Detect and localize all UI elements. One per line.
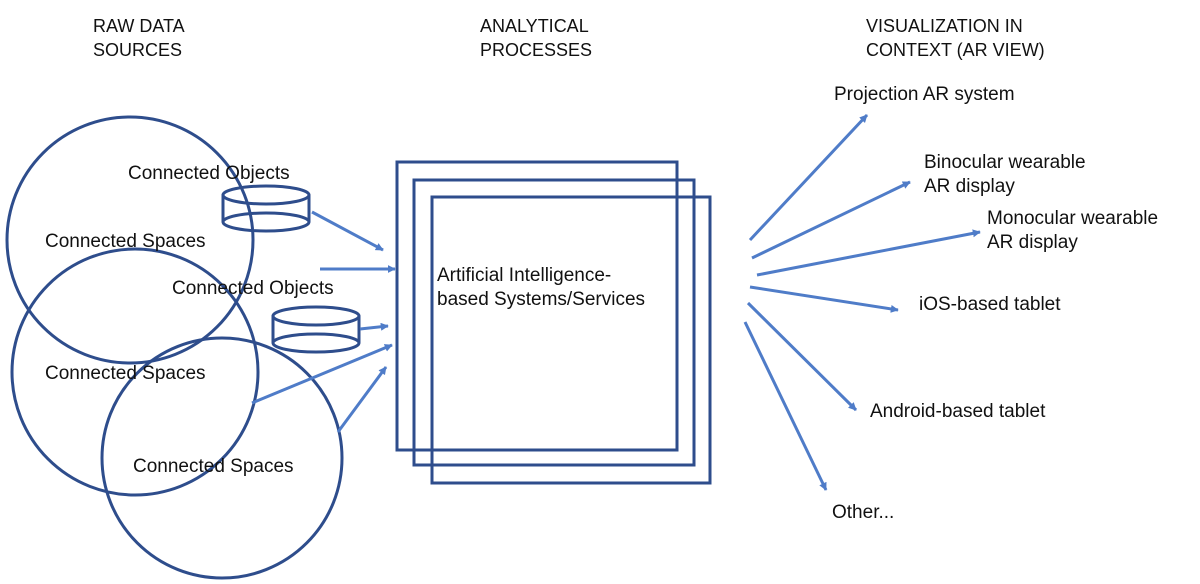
label-ios-tablet: iOS-based tablet <box>919 294 1061 315</box>
header-analytical-processes: ANALYTICAL PROCESSES <box>480 14 592 62</box>
input-arrow-3 <box>359 322 389 331</box>
header-raw-line-2: SOURCES <box>93 40 183 60</box>
label-connected-objects-2: Connected Objects <box>172 278 334 299</box>
header-analytical-line-1: ANALYTICAL <box>480 16 589 36</box>
label-other: Other... <box>832 502 895 523</box>
label-ai-line-2: based Systems/Services <box>437 289 646 310</box>
connected-spaces-circle-2 <box>10 247 260 497</box>
label-monocular-line-2: AR display <box>987 232 1078 253</box>
output-arrow-binocular <box>751 180 911 260</box>
label-connected-spaces-2: Connected Spaces <box>45 363 206 384</box>
label-android-tablet: Android-based tablet <box>870 401 1046 422</box>
output-arrow-android <box>746 301 858 412</box>
label-connected-spaces-3: Connected Spaces <box>133 456 294 477</box>
label-binocular: Binocular wearable AR display <box>924 151 1086 199</box>
ai-box-front <box>430 195 712 485</box>
output-arrow-projection <box>748 113 869 242</box>
header-raw-line-1: RAW DATA <box>93 16 185 36</box>
header-analytical-line-2: PROCESSES <box>480 40 593 60</box>
output-arrow-other <box>743 321 828 491</box>
input-arrow-4 <box>251 343 393 405</box>
label-ai-systems: Artificial Intelligence- based Systems/S… <box>437 264 645 312</box>
database-icon-2 <box>271 305 361 354</box>
label-monocular-line-1: Monocular wearable <box>987 208 1159 229</box>
ai-box-middle <box>412 178 696 467</box>
connected-spaces-circle-1 <box>5 115 255 365</box>
header-visualization-in-context: VISUALIZATION IN CONTEXT (AR VIEW) <box>866 14 1045 62</box>
ai-box-back <box>395 160 679 452</box>
label-connected-spaces-1: Connected Spaces <box>45 231 206 252</box>
output-arrow-monocular <box>756 229 981 277</box>
database-icon-1 <box>221 184 311 233</box>
connected-spaces-circle-3 <box>100 336 344 580</box>
label-ai-line-1: Artificial Intelligence- <box>437 265 612 286</box>
label-binocular-line-2: AR display <box>924 176 1015 197</box>
label-monocular: Monocular wearable AR display <box>987 207 1158 255</box>
input-arrow-1 <box>311 210 384 252</box>
header-visualization-line-1: VISUALIZATION IN <box>866 16 1023 36</box>
label-binocular-line-1: Binocular wearable <box>924 152 1086 173</box>
output-arrow-ios <box>749 285 899 313</box>
header-raw-data-sources: RAW DATA SOURCES <box>93 14 185 62</box>
label-connected-objects-1: Connected Objects <box>128 163 290 184</box>
label-projection-ar: Projection AR system <box>834 84 1015 105</box>
header-visualization-line-2: CONTEXT (AR VIEW) <box>866 40 1045 60</box>
input-arrow-5 <box>336 366 388 433</box>
